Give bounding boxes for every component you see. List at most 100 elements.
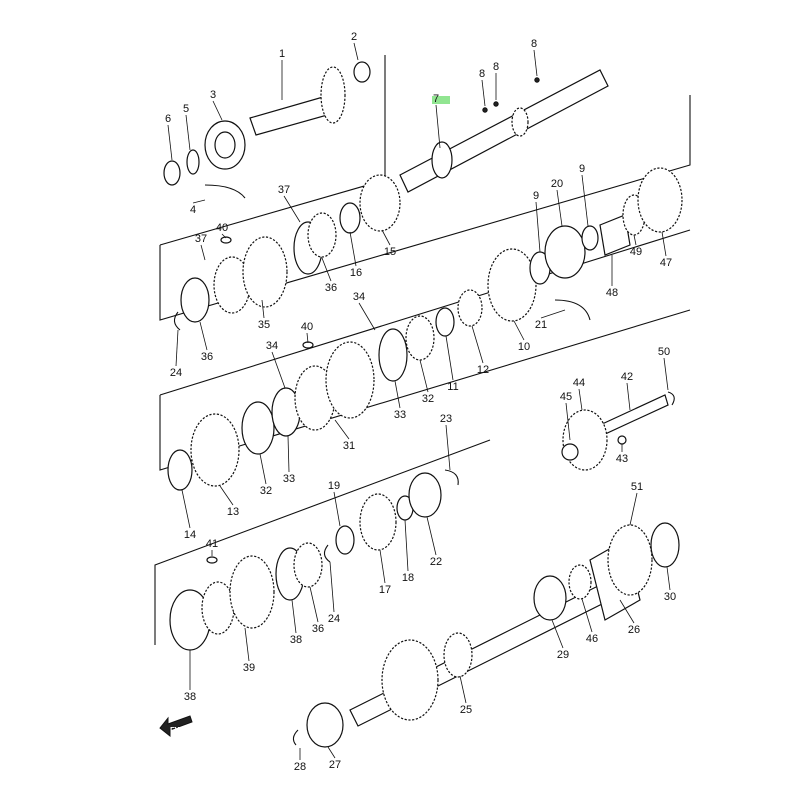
leader-p9a <box>535 201 541 253</box>
clip-50 <box>667 391 675 406</box>
leader-p49 <box>633 234 637 246</box>
key-41 <box>206 556 218 564</box>
reverse-idler-assembly <box>561 391 675 471</box>
part-label-p17: 17 <box>379 584 391 596</box>
sync-ring-36b <box>180 277 210 323</box>
part-label-p16: 16 <box>350 267 362 279</box>
countershaft-gear-large <box>381 639 439 721</box>
part-label-p29: 29 <box>557 649 569 661</box>
leader-p40b <box>306 332 309 344</box>
part-label-p51: 51 <box>631 481 643 493</box>
part-label-p34b: 34 <box>266 340 278 352</box>
part-label-p33b: 33 <box>283 473 295 485</box>
hub-31 <box>325 341 375 419</box>
leader-p46 <box>581 598 593 633</box>
needle-bearing-16 <box>339 202 361 234</box>
part-label-p40b: 40 <box>301 321 313 333</box>
main-shaft-7 <box>399 69 609 193</box>
part-label-p31: 31 <box>343 440 355 452</box>
leader-p33b <box>287 435 290 473</box>
part-label-p6: 6 <box>165 113 171 125</box>
part-label-p48: 48 <box>606 287 618 299</box>
gear-51 <box>607 524 653 596</box>
part-label-p8c: 8 <box>531 38 537 50</box>
leader-p51 <box>629 492 638 526</box>
leader-p36c <box>309 586 319 623</box>
part-label-p38b: 38 <box>184 691 196 703</box>
leader-p10 <box>513 320 525 341</box>
main-shaft-assembly <box>399 69 609 193</box>
part-label-p47: 47 <box>660 257 672 269</box>
part-label-p28: 28 <box>294 761 306 773</box>
part-label-p32a: 32 <box>422 393 434 405</box>
leader-p34b <box>271 351 286 389</box>
part-label-p10: 10 <box>518 341 530 353</box>
leader-p6 <box>167 124 173 161</box>
needle-bearing-19 <box>335 525 355 555</box>
panel-row3-top-edge <box>159 229 691 396</box>
ball-8c <box>534 77 540 83</box>
leader-p35 <box>261 299 265 319</box>
leader-p45 <box>565 402 571 441</box>
part-label-p14: 14 <box>184 529 196 541</box>
part-label-p26: 26 <box>628 624 640 636</box>
gear-46 <box>568 564 592 600</box>
leader-p18 <box>404 519 409 572</box>
leader-p22 <box>426 516 437 556</box>
part-label-p42: 42 <box>621 371 633 383</box>
leader-p2 <box>353 42 359 61</box>
part-label-p41: 41 <box>206 538 218 550</box>
part-labels: 1234567888373740353616152436920949474821… <box>165 31 676 773</box>
bearing-22 <box>408 472 442 518</box>
part-label-p2: 2 <box>351 31 357 43</box>
leader-p17 <box>379 549 386 584</box>
sync-ring-32b <box>241 401 275 455</box>
part-label-p1: 1 <box>279 48 285 60</box>
leader-p24a <box>175 329 179 367</box>
part-label-p37b: 37 <box>195 233 207 245</box>
leader-p38a <box>291 599 297 634</box>
ball-8b <box>493 101 499 107</box>
leader-p39 <box>244 627 250 662</box>
part-label-p12: 12 <box>477 364 489 376</box>
leader-p14 <box>181 489 191 529</box>
leader-p19 <box>333 491 341 527</box>
leader-p33a <box>394 380 401 409</box>
part-label-p34a: 34 <box>353 291 365 303</box>
row3-parts <box>167 289 483 491</box>
bearing-3-inner <box>214 131 236 159</box>
bearing-30 <box>650 522 680 568</box>
leader-p21 <box>540 309 566 319</box>
leader-p8c <box>533 49 538 77</box>
part-label-p44: 44 <box>573 377 585 389</box>
part-label-p40a: 40 <box>216 222 228 234</box>
leader-p36b <box>199 321 208 351</box>
part-label-p20: 20 <box>551 178 563 190</box>
bush-11 <box>435 307 455 337</box>
main-shaft-spline <box>511 107 529 137</box>
part-label-p30: 30 <box>664 591 676 603</box>
fwd-arrow: FWD <box>159 715 193 738</box>
part-label-p33a: 33 <box>394 409 406 421</box>
part-label-p27: 27 <box>329 759 341 771</box>
part-label-p43: 43 <box>616 453 628 465</box>
part-label-p25: 25 <box>460 704 472 716</box>
highlight-marker-7 <box>432 96 450 104</box>
leader-p32a <box>419 359 429 393</box>
fwd-arrow-icon <box>159 715 193 738</box>
gear-10 <box>487 248 537 322</box>
leader-p36a <box>321 257 332 282</box>
leader-p16 <box>349 231 357 267</box>
leader-p29 <box>551 619 564 649</box>
input-shaft-assembly <box>163 61 371 199</box>
row2-parts <box>173 174 401 331</box>
panel-outlines <box>154 55 691 645</box>
leader-p30 <box>666 566 671 591</box>
leader-p3 <box>212 100 223 121</box>
spring-33a <box>378 328 408 382</box>
leader-p23 <box>445 424 451 471</box>
part-label-p46: 46 <box>586 633 598 645</box>
part-label-p36a: 36 <box>325 282 337 294</box>
